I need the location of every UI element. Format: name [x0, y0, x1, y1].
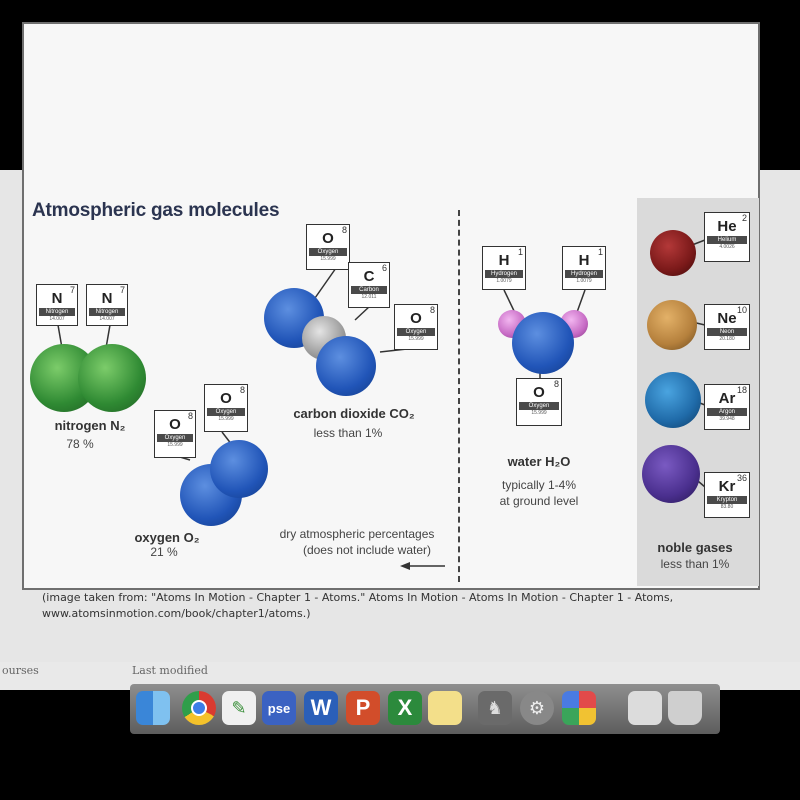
- pse-app-icon[interactable]: pse: [262, 691, 296, 725]
- tile-krypton: 36 Kr Krypton 83.80: [704, 472, 750, 518]
- word-label: W: [310, 695, 332, 720]
- tile-argon: 18 Ar Argon 39.948: [704, 384, 750, 430]
- caption-line-2: www.atomsinmotion.com/book/chapter1/atom…: [42, 607, 311, 620]
- krypton-atom: [642, 445, 700, 503]
- scanner-icon[interactable]: [628, 691, 662, 725]
- oxygen-percent: 21 %: [150, 545, 178, 559]
- chrome-icon[interactable]: [182, 691, 216, 725]
- chess-icon[interactable]: ♞: [478, 691, 512, 725]
- dashed-divider: [458, 210, 460, 582]
- tile-hydrogen-1: 1 H Hydrogen 1.0079: [482, 246, 526, 290]
- noble-gases-label: noble gases: [657, 540, 733, 555]
- excel-label: X: [397, 695, 413, 720]
- caption-line-1: (image taken from: "Atoms In Motion - Ch…: [42, 591, 674, 604]
- nitrogen-label: nitrogen N₂: [54, 418, 126, 433]
- tile-neon: 10 Ne Neon 20.180: [704, 304, 750, 350]
- helium-atom: [650, 230, 696, 276]
- pse-label: pse: [267, 700, 291, 716]
- o2-atom-2: [210, 440, 268, 498]
- figure-title: Atmospheric gas molecules: [32, 200, 280, 221]
- neon-atom: [647, 300, 697, 350]
- excel-icon[interactable]: X: [388, 691, 422, 725]
- trash-icon[interactable]: [668, 691, 702, 725]
- oxygen-label: oxygen O₂: [134, 530, 200, 545]
- tile-nitrogen-1: 7 N Nitrogen 14.007: [36, 284, 78, 326]
- finder-icon[interactable]: [136, 691, 170, 725]
- tile-o2-oxygen-right: 8 O Oxygen 15.999: [204, 384, 248, 432]
- water-oxygen-atom: [512, 312, 574, 374]
- water-percent-line1: typically 1-4%: [501, 478, 577, 492]
- co2-percent: less than 1%: [313, 426, 383, 440]
- notes-icon[interactable]: ✎: [222, 691, 256, 725]
- word-icon[interactable]: W: [304, 691, 338, 725]
- nitrogen-atom-2: [78, 344, 146, 412]
- dry-note-line2: (does not include water): [302, 543, 432, 557]
- tile-o2-oxygen-left: 8 O Oxygen 15.999: [154, 410, 196, 458]
- system-preferences-icon[interactable]: ⚙: [520, 691, 554, 725]
- tile-nitrogen-2: 7 N Nitrogen 14.007: [86, 284, 128, 326]
- tile-hydrogen-2: 1 H Hydrogen 1.0079: [562, 246, 606, 290]
- tile-co2-oxygen-top: 8 O Oxygen 15.999: [306, 224, 350, 270]
- water-percent-line2: at ground level: [499, 494, 579, 508]
- photo-booth-icon[interactable]: [562, 691, 596, 725]
- powerpoint-icon[interactable]: P: [346, 691, 380, 725]
- co2-label: carbon dioxide CO₂: [293, 406, 415, 421]
- last-modified-label: Last modified: [132, 664, 208, 677]
- image-caption: (image taken from: "Atoms In Motion - Ch…: [42, 590, 673, 622]
- water-label: water H₂O: [507, 454, 571, 469]
- nitrogen-percent: 78 %: [66, 437, 94, 451]
- tile-carbon: 6 C Carbon 12.011: [348, 262, 390, 308]
- tile-water-oxygen: 8 O Oxygen 15.999: [516, 378, 562, 426]
- tile-helium: 2 He Helium 4.0026: [704, 212, 750, 262]
- stickies-icon[interactable]: [428, 691, 462, 725]
- arrow-head: [400, 562, 410, 570]
- argon-atom: [645, 372, 701, 428]
- courses-label: ourses: [2, 664, 39, 677]
- powerpoint-label: P: [355, 695, 371, 720]
- tile-co2-oxygen-right: 8 O Oxygen 15.999: [394, 304, 438, 350]
- co2-oxygen-atom-2: [316, 336, 376, 396]
- dry-note-line1: dry atmospheric percentages: [279, 527, 435, 541]
- noble-gases-percent: less than 1%: [660, 557, 730, 571]
